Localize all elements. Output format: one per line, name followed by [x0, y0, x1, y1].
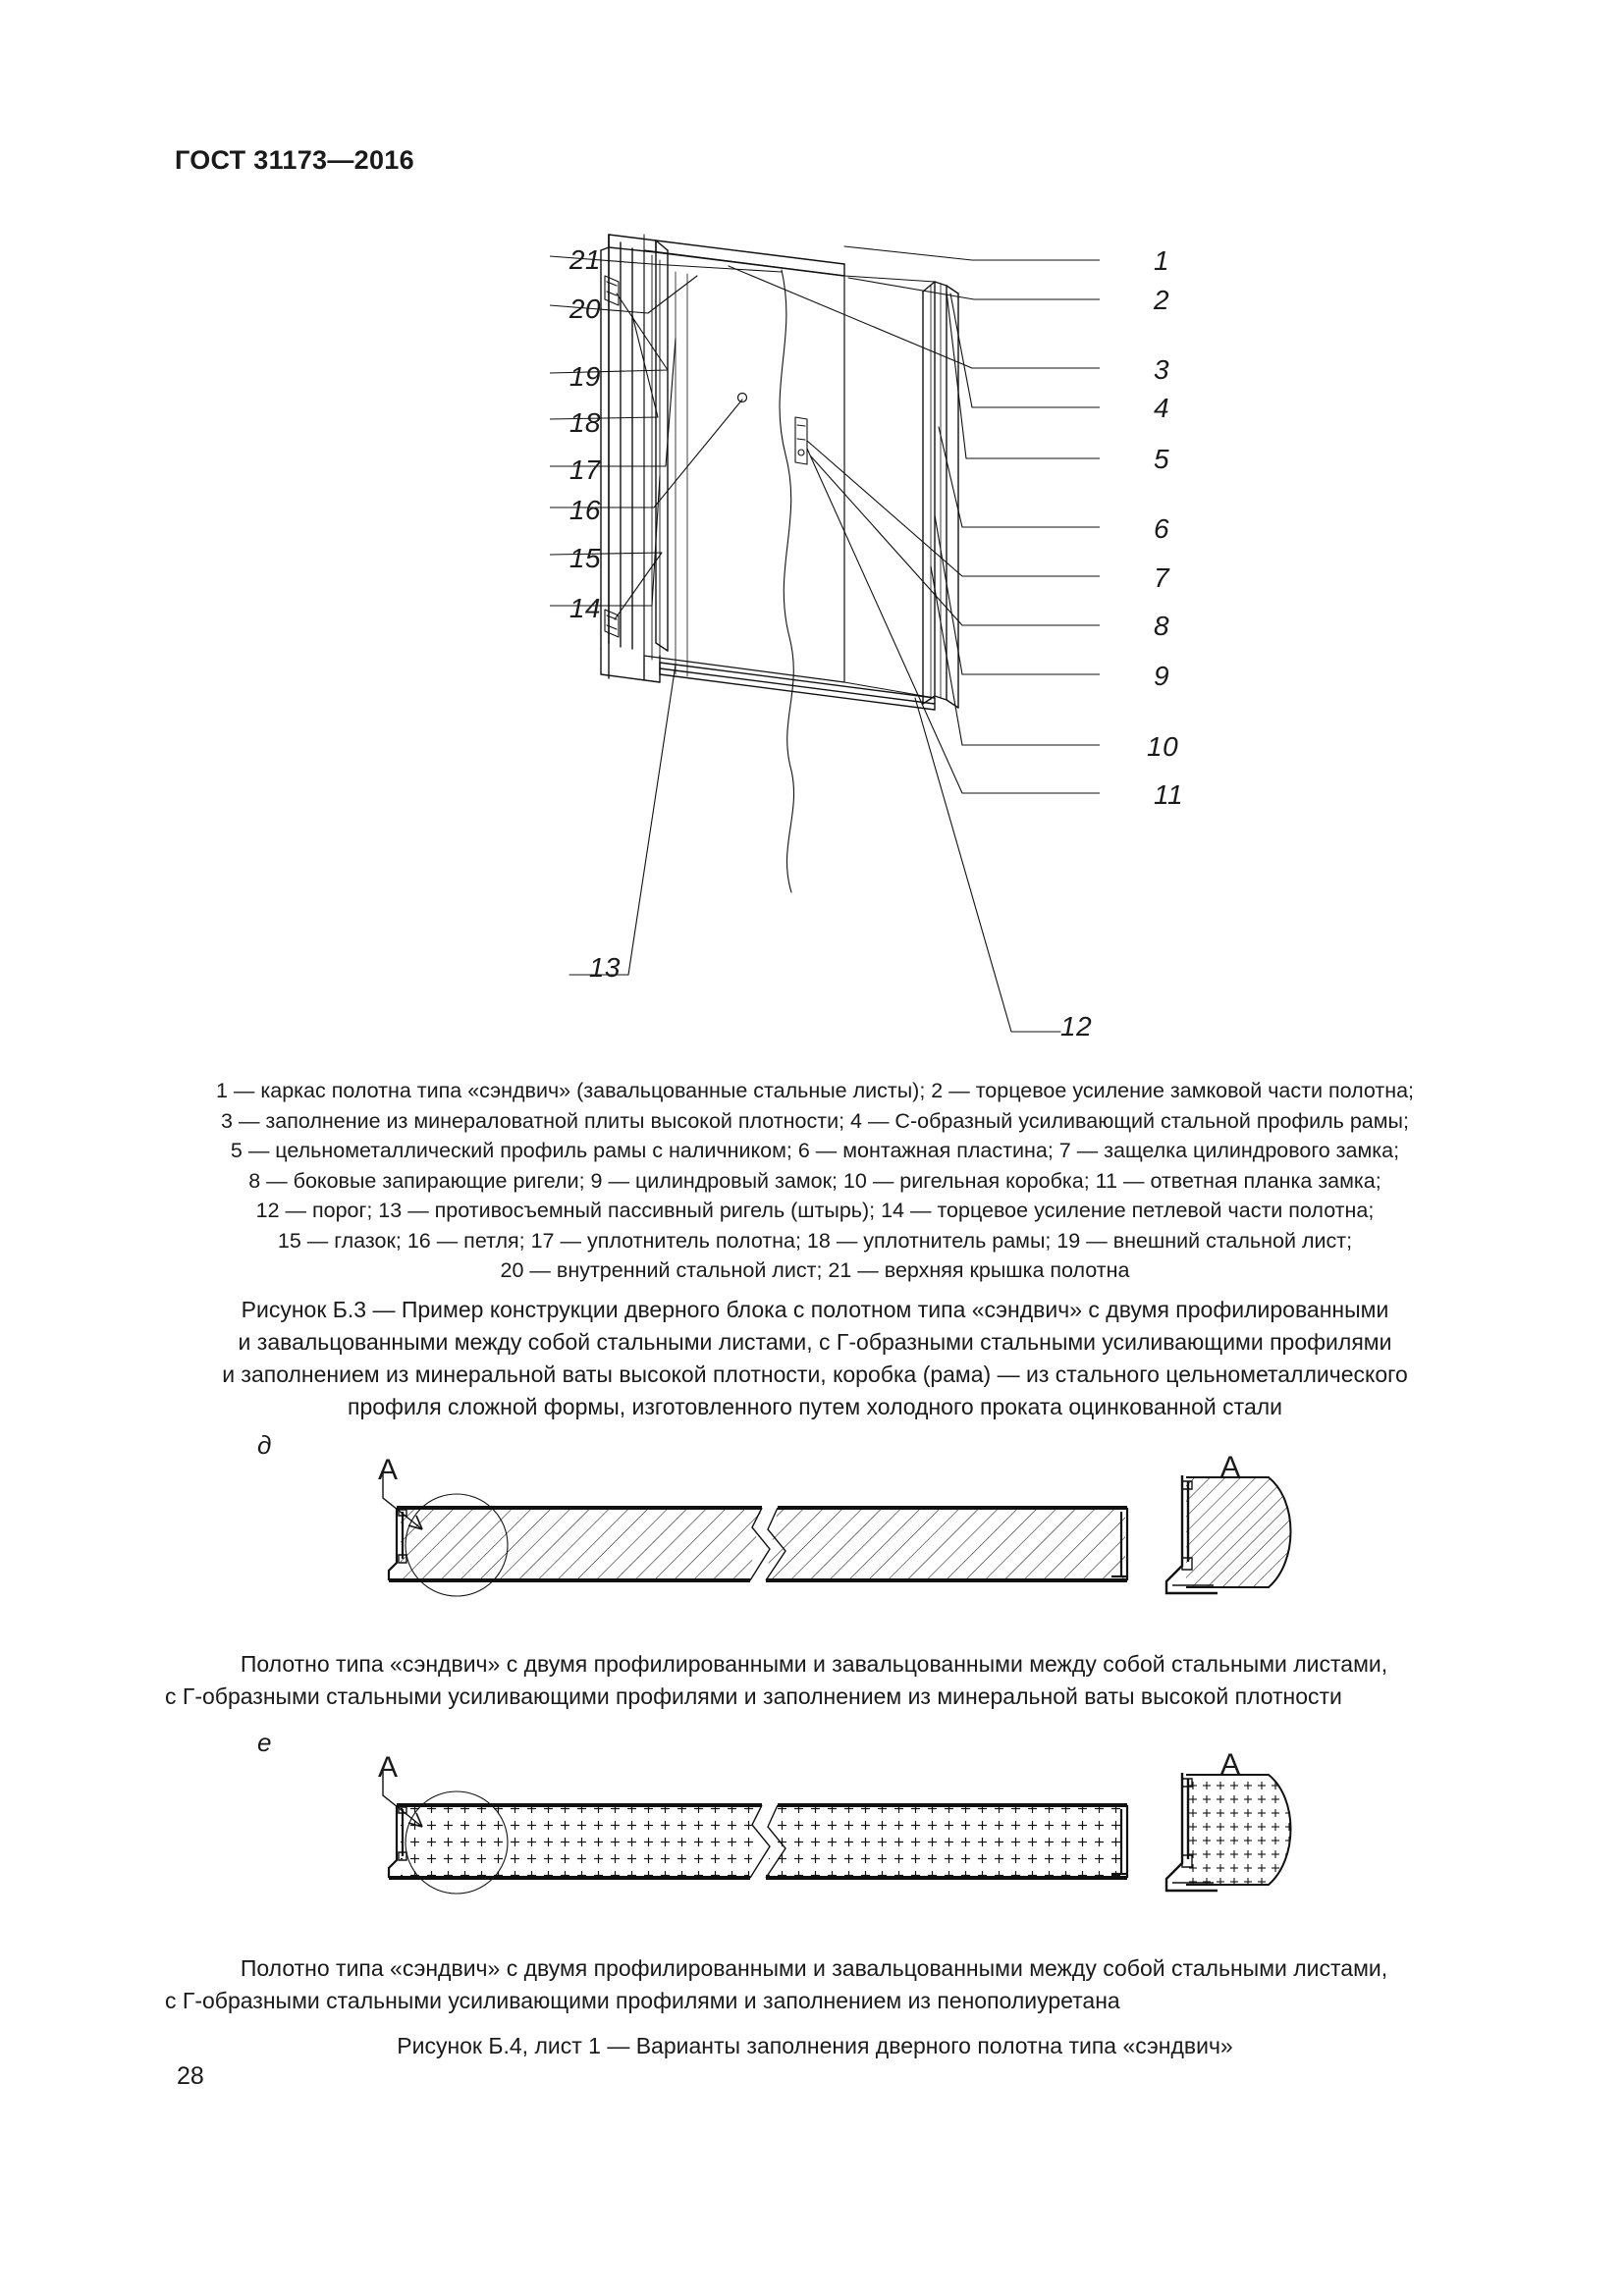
callout-5: 5	[1154, 444, 1170, 474]
legend-line: 1 — каркас полотна типа «сэндвич» (завал…	[215, 1079, 1415, 1102]
leader-lines-right	[728, 245, 1100, 794]
legend-line: 3 — заполнение из минераловатной плиты в…	[221, 1108, 1409, 1133]
detail-leader-d	[382, 1470, 423, 1530]
callout-12: 12	[1060, 1011, 1093, 1041]
figure-b4-section-e	[373, 1750, 1375, 1897]
caption-line: профиля сложной формы, изготовленного пу…	[347, 1394, 1283, 1419]
figure-b3-legend: 1 — каркас полотна типа «сэндвич» (завал…	[167, 1076, 1463, 1286]
caption-line: и завальцованными между собой стальными …	[238, 1329, 1392, 1355]
document-header: ГОСТ 31173—2016	[175, 145, 414, 175]
figure-b4-section-d-caption: Полотно типа «сэндвич» с двумя профилиро…	[165, 1648, 1463, 1713]
figure-b4-section-d	[373, 1453, 1375, 1600]
detail-label-a-left-d: A	[378, 1454, 399, 1486]
caption-line: Рисунок Б.4, лист 1 — Варианты заполнени…	[397, 2033, 1233, 2058]
rolled-edge-left-d	[387, 1508, 407, 1580]
detail-leader-e	[382, 1768, 423, 1828]
legend-line: 8 — боковые запирающие ригели; 9 — цилин…	[248, 1168, 1381, 1193]
callout-14: 14	[568, 593, 601, 623]
rolled-edge-detail-e	[1164, 1773, 1218, 1893]
callout-10: 10	[1147, 731, 1179, 762]
slab-left-d	[401, 1510, 764, 1578]
caption-line: с Г-образными стальными усиливающими про…	[165, 1683, 1342, 1709]
slab-right-d	[766, 1510, 1126, 1578]
figure-b4-detail-a-e	[1159, 1765, 1316, 1902]
section-letter-d: д	[257, 1430, 272, 1460]
figure-b3-drawing	[550, 221, 1100, 1036]
callout-11: 11	[1154, 779, 1184, 810]
figure-b4-detail-a-d	[1159, 1468, 1316, 1605]
caption-line: Рисунок Б.3 — Пример конструкции дверног…	[241, 1297, 1389, 1322]
callout-18: 18	[568, 407, 601, 438]
callout-17: 17	[568, 454, 601, 485]
callout-20: 20	[568, 294, 601, 324]
slab-right-e	[766, 1807, 1126, 1876]
caption-line: и заполнением из минеральной ваты высоко…	[222, 1362, 1408, 1387]
hinge-upper	[604, 275, 620, 306]
section-letter-e: е	[257, 1728, 272, 1757]
lock-assembly	[794, 416, 808, 465]
callout-8: 8	[1154, 611, 1170, 641]
caption-line: с Г-образными стальными усиливающими про…	[165, 1988, 1120, 2013]
steel-sheets-e	[389, 1803, 1127, 1880]
callout-4: 4	[1154, 393, 1170, 423]
callout-6: 6	[1154, 513, 1170, 544]
figure-b4-caption: Рисунок Б.4, лист 1 — Варианты заполнени…	[167, 2030, 1463, 2062]
callout-3: 3	[1154, 354, 1170, 385]
leader-lines-bottom	[568, 664, 1061, 1033]
detail-label-a-left-e: A	[378, 1751, 399, 1784]
leaf-top-edge	[843, 275, 936, 283]
rolled-edge-right-d	[1111, 1508, 1129, 1580]
legend-line: 5 — цельнометаллический профиль рамы с н…	[230, 1139, 1400, 1162]
break-line-e	[749, 1804, 786, 1879]
peephole	[736, 392, 748, 403]
frame-bottom	[600, 642, 661, 683]
page-number: 28	[177, 2062, 204, 2090]
detail-circle-e	[405, 1790, 509, 1895]
detail-label-a-right-e: A	[1220, 1748, 1241, 1781]
leader-lines-left	[550, 255, 783, 620]
legend-line: 20 — внутренний стальной лист; 21 — верх…	[500, 1258, 1130, 1282]
callout-21: 21	[568, 244, 601, 275]
rolled-edge-detail-d	[1164, 1475, 1218, 1595]
callout-9: 9	[1154, 661, 1170, 691]
slab-left-e	[401, 1807, 764, 1876]
rolled-edge-right-e	[1111, 1805, 1129, 1878]
break-line-d	[749, 1507, 786, 1581]
callout-1: 1	[1154, 245, 1170, 276]
callout-16: 16	[568, 495, 601, 525]
figure-b3-caption: Рисунок Б.3 — Пример конструкции дверног…	[167, 1294, 1463, 1423]
callout-15: 15	[568, 543, 601, 573]
rolled-edge-left-e	[387, 1805, 407, 1878]
legend-line: 12 — порог; 13 — противосъемный пассивны…	[255, 1199, 1375, 1222]
callout-7: 7	[1154, 562, 1170, 593]
hinge-lower	[604, 609, 620, 638]
callout-2: 2	[1154, 285, 1170, 315]
detail-circle-d	[405, 1493, 509, 1597]
steel-sheets-d	[389, 1506, 1127, 1582]
callout-19: 19	[568, 361, 601, 392]
leaf-bottom-edge	[843, 681, 936, 699]
figure-b4-section-e-caption: Полотно типа «сэндвич» с двумя профилиро…	[165, 1952, 1463, 2017]
threshold	[659, 662, 936, 711]
caption-line: Полотно типа «сэндвич» с двумя профилиро…	[240, 1955, 1388, 1981]
detail-label-a-right-d: A	[1220, 1451, 1241, 1483]
legend-line: 15 — глазок; 16 — петля; 17 — уплотнител…	[277, 1228, 1353, 1253]
callout-13: 13	[588, 952, 621, 983]
caption-line: Полотно типа «сэндвич» с двумя профилиро…	[240, 1651, 1388, 1677]
